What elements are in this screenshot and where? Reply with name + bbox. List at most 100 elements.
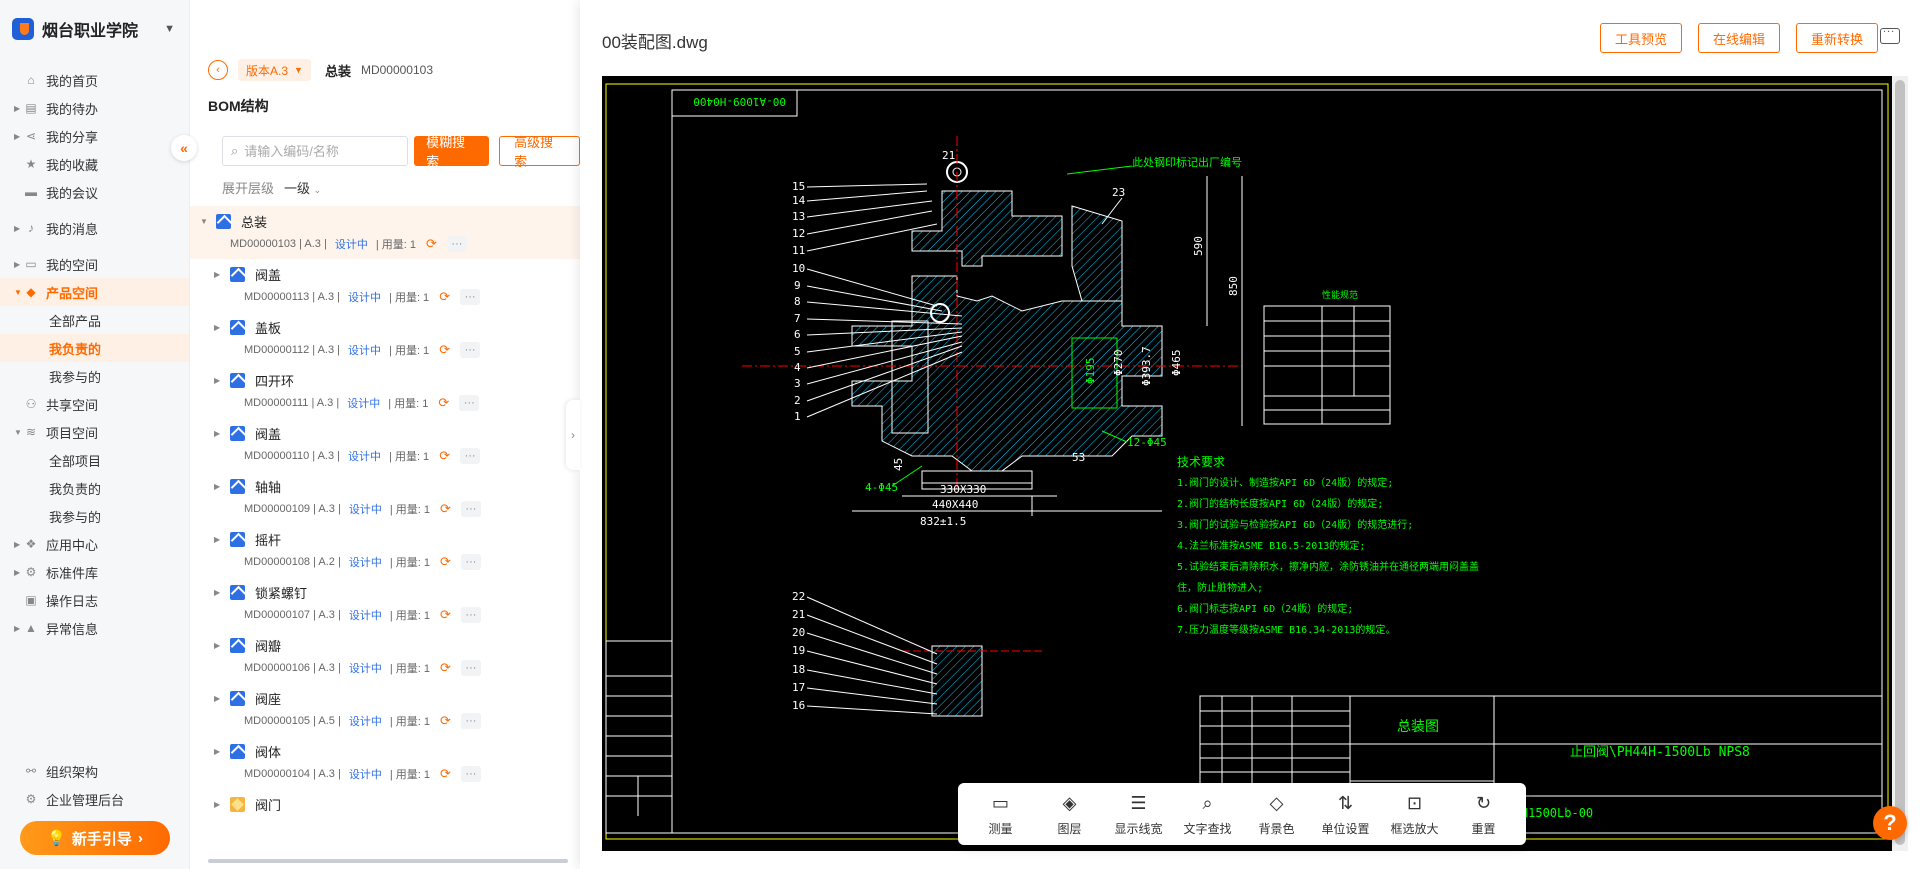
sidebar-subitem-all-products[interactable]: 全部产品 [49,313,102,329]
sidebar-item-messages[interactable]: ▶♪我的消息 [14,221,99,237]
sidebar-item-app-center[interactable]: ▶❖应用中心 [14,537,99,553]
refresh-icon[interactable]: ⟳ [426,236,437,251]
more-icon[interactable]: ··· [460,289,481,305]
chevron-right-icon[interactable]: ▶ [214,375,221,385]
horizontal-scrollbar[interactable] [208,859,568,863]
more-icon[interactable]: ··· [459,395,480,411]
search-box[interactable]: ⌕ [222,136,409,166]
chevron-right-icon[interactable]: ▶ [214,587,221,597]
toolbar-layers-button[interactable]: ◈图层 [1037,792,1103,837]
refresh-icon[interactable]: ⟳ [439,448,451,463]
refresh-icon[interactable]: ⟳ [440,766,451,781]
chevron-down-icon[interactable]: ▼ [200,216,208,226]
more-icon[interactable]: ··· [460,342,481,358]
bom-node[interactable]: ▶阀门 [190,789,580,842]
more-icon[interactable]: ··· [460,660,481,676]
chevron-right-icon[interactable]: ▶ [214,322,221,332]
sidebar-item-todo[interactable]: ▶▤我的待办 [14,101,99,117]
sidebar-item-shared-space[interactable]: ⚇共享空间 [25,397,99,413]
comment-icon[interactable] [1880,23,1900,44]
panel-splitter-handle[interactable]: › [566,400,580,470]
sidebar-item-project-space[interactable]: ▼≋项目空间 [14,425,99,441]
chevron-right-icon[interactable]: ▶ [214,269,221,279]
collapse-sidebar-button[interactable]: « [171,135,197,161]
sidebar-item-meetings[interactable]: ▬我的会议 [25,185,99,201]
chevron-right-icon[interactable]: ▶ [214,693,221,703]
caret-down-icon[interactable]: ▼ [164,23,175,35]
vertical-scrollbar[interactable] [1892,76,1908,851]
cad-canvas[interactable]: 00-A1009-H0400 此处钢印标记出厂编号 [602,76,1892,851]
refresh-icon[interactable]: ⟳ [440,660,451,675]
advanced-search-button[interactable]: 高级搜索 [499,135,580,169]
more-icon[interactable]: ··· [460,448,481,464]
back-icon[interactable]: ‹ [208,60,228,80]
more-icon[interactable]: ··· [446,236,467,252]
more-icon[interactable]: ··· [460,607,481,623]
toolbar-line-width-button[interactable]: ☰显示线宽 [1106,792,1172,837]
sidebar-subitem-project-joined[interactable]: 我参与的 [49,509,102,525]
sidebar-subitem-project-mine[interactable]: 我负责的 [49,481,102,497]
chevron-right-icon[interactable]: ▶ [214,746,221,756]
drawing-inner-frame [671,89,1883,834]
sidebar-item-admin[interactable]: ⚙企业管理后台 [25,792,125,808]
toolbar-unit-button[interactable]: ⇅单位设置 [1313,792,1379,837]
reconvert-button[interactable]: 重新转换 [1796,23,1879,53]
toolbar-zoom-box-button[interactable]: ⊡框选放大 [1382,792,1448,837]
toolbar-text-search-button[interactable]: ⌕文字查找 [1175,792,1241,837]
sidebar-item-favorites[interactable]: ★我的收藏 [25,157,99,173]
sidebar-item-share[interactable]: ▶⋖我的分享 [14,129,99,145]
sidebar-item-exceptions[interactable]: ▶▲异常信息 [14,621,99,637]
expand-level-select[interactable]: 一级 ⌄ [284,180,322,196]
online-edit-button[interactable]: 在线编辑 [1698,23,1781,53]
chevron-right-icon[interactable]: ▶ [214,534,221,544]
fuzzy-search-button[interactable]: 模糊搜索 [414,135,490,169]
refresh-icon[interactable]: ⟳ [439,289,451,304]
more-icon[interactable]: ··· [460,766,481,782]
version-select[interactable]: 版本A.3▼ [238,59,311,81]
refresh-icon[interactable]: ⟳ [440,501,451,516]
sidebar-subitem-all-projects[interactable]: 全部项目 [49,453,102,469]
assembly-icon [230,372,245,388]
more-icon[interactable]: ··· [460,713,481,729]
bom-node-meta: MD00000104 | A.3 | [244,768,341,780]
refresh-icon[interactable]: ⟳ [440,607,451,622]
refresh-icon[interactable]: ⟳ [438,395,450,410]
sidebar-item-home[interactable]: ⌂我的首页 [0,66,189,94]
sidebar-item-my-space[interactable]: ▶▭我的空间 [14,257,99,273]
toolbar-ruler-button[interactable]: ▭测量 [968,792,1034,837]
chevron-right-icon[interactable]: ▶ [214,428,221,438]
chevron-right-icon[interactable]: ▶ [214,640,221,650]
guide-button[interactable]: 💡新手引导› [20,821,170,855]
search-input[interactable] [244,143,395,159]
sidebar-item-org[interactable]: ⚯组织架构 [25,764,99,780]
chevron-right-icon[interactable]: ▶ [214,481,221,491]
brand[interactable]: 烟台职业学院 ▼ [0,0,189,58]
sidebar-item-standard-parts[interactable]: ▶⚙标准件库 [14,565,99,581]
sidebar-subitem-product-joined[interactable]: 我参与的 [49,369,102,385]
scrollbar-thumb[interactable] [1895,80,1905,845]
toolbar-paint-bucket-button[interactable]: ◇背景色 [1244,792,1310,837]
more-icon[interactable]: ··· [460,501,481,517]
refresh-icon[interactable]: ⟳ [440,713,451,728]
chevron-right-icon[interactable]: ▶ [214,799,221,809]
help-button[interactable]: ? [1873,806,1907,840]
more-icon[interactable]: ··· [460,554,481,570]
refresh-icon[interactable]: ⟳ [440,554,451,569]
toolbar-reset-button[interactable]: ↻重置 [1451,792,1517,837]
sidebar-item-operation-log[interactable]: ▣操作日志 [25,593,99,609]
refresh-icon[interactable]: ⟳ [439,342,451,357]
sidebar-subitem-product-mine[interactable]: 我负责的 [0,334,189,362]
sidebar-item-product-space[interactable]: ▼◆产品空间 [0,278,189,306]
tool-preview-button[interactable]: 工具预览 [1600,23,1683,53]
